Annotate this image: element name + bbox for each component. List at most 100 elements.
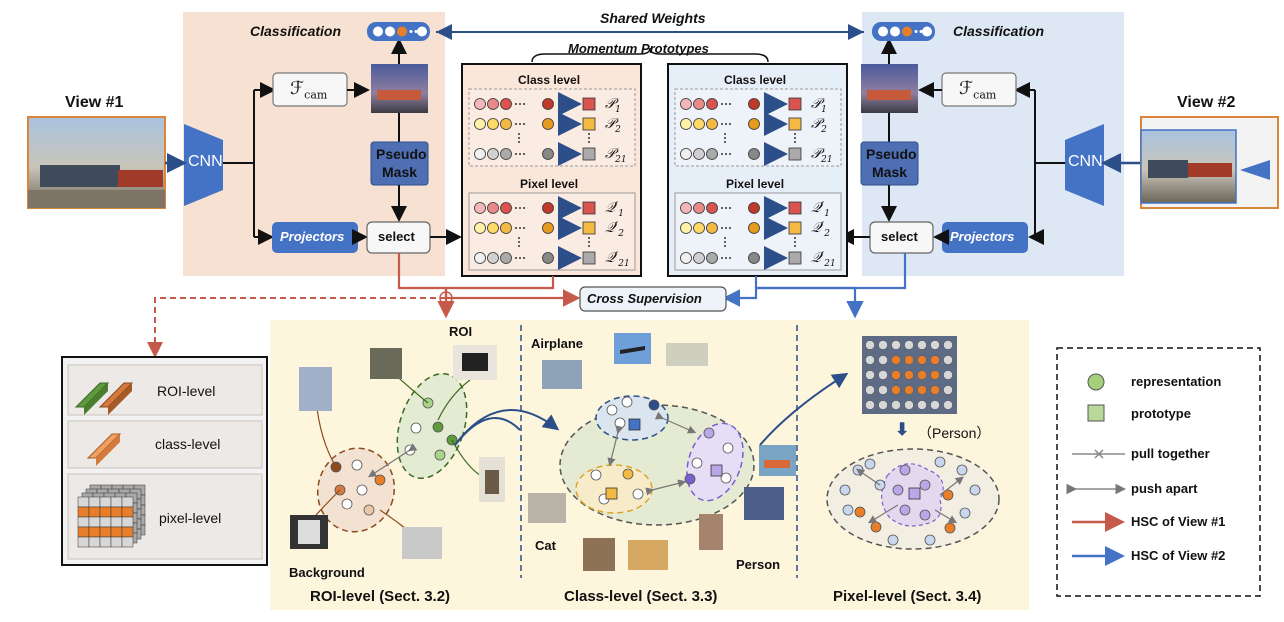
prototype-row-node [748,222,760,234]
class-node [684,473,696,485]
pixel-node [854,506,866,518]
prototype-row-node [706,252,718,264]
pixel-cube-cell [88,506,101,518]
ellipsis-dot [523,207,525,209]
prototype-square [582,147,596,161]
pixel-level-label-2: Pixel level [726,177,785,191]
ellipsis-dot [725,207,727,209]
class-node [590,469,602,481]
proto-p1-label-1: 𝒫1 [605,96,621,115]
pixel-cube-cell [88,526,101,538]
proto-q2-label-2: 𝒬′2 [811,220,830,239]
ellipsis-dot [721,207,723,209]
class-prototype-cat [605,487,618,500]
class-thumb-person1 [744,487,784,520]
cnn-label-2: CNN [1068,153,1103,170]
class-level-label-2: Class level [724,73,787,87]
prototype-row-node [487,222,499,234]
cat-label: Cat [535,538,556,553]
vertical-ellipsis-dot [794,245,796,247]
pixel-cube-cell [110,536,123,548]
class-node [691,457,703,469]
pixel-grid-dot [878,400,888,410]
ellipsis-dot [721,227,723,229]
proto-q21-label-2: 𝒬′21 [811,250,836,269]
proto-q1-label-2: 𝒬′1 [811,200,830,219]
prototype-row-node [500,98,512,110]
pixel-grid-dot [943,370,953,380]
ellipsis-dot [729,207,731,209]
pixel-grid-dot [865,370,875,380]
legend-box [1056,347,1261,597]
class-thumb-plane2 [666,343,708,366]
class-node [606,404,618,416]
pixel-cube [77,484,146,548]
push-arrow [367,443,418,478]
view2-image [1140,116,1279,209]
prototype-row-node [693,252,705,264]
roi-level-label: ROI-level [157,383,216,399]
class-thumb-cat1 [528,493,566,523]
pixel-cube-cell [99,536,112,548]
vertical-ellipsis-dot [724,245,726,247]
push-apart-label: push apart [1131,481,1198,496]
prototype-row-node [487,252,499,264]
ellipsis-dot [721,153,723,155]
pixel-cube-cell [99,496,112,508]
ellipsis-dot [729,103,731,105]
person-paren-label: （Person） [918,425,991,441]
pixel-caption: Pixel-level (Sect. 3.4) [833,588,982,605]
cnn-block-1 [184,124,223,206]
ellipsis-dot [519,123,521,125]
vertical-ellipsis-dot [724,237,726,239]
prototype-row-node [680,222,692,234]
pixel-grid-dot [943,400,953,410]
class-node [622,468,634,480]
fcam-label-2: ℱcam [959,78,997,102]
prototype-row-node [542,118,554,130]
pixel-node [864,458,876,470]
roi-node [351,459,363,471]
pixel-grid-dot [865,355,875,365]
pixel-cube-cell [77,506,90,518]
pixel-grid-dot [904,340,914,350]
prototype-row-node [487,202,499,214]
prototype-row-node [693,98,705,110]
vertical-ellipsis-dot [518,241,520,243]
pixel-level-legend-label: pixel-level [159,510,222,526]
prototype-square [788,147,802,161]
ellipsis-dot [729,153,731,155]
vertical-ellipsis-dot [588,245,590,247]
pixel-cube-cell [99,526,112,538]
ellipsis-dot [515,153,517,155]
prototype-row-node [693,118,705,130]
vertical-ellipsis-dot [588,241,590,243]
prototype-row-node [693,202,705,214]
prototype-row-node [706,222,718,234]
prototype-row-node [748,118,760,130]
ellipsis-dot [725,123,727,125]
pixel-grid-dot [917,355,927,365]
representation-label: representation [1131,374,1222,389]
proto-p1-label-2: 𝒫1 [811,96,827,115]
prototype-row-node [474,252,486,264]
pixel-grid-dot [878,385,888,395]
prototype-row-node [748,98,760,110]
prototype-square [582,97,596,111]
pixel-node [944,522,956,534]
prototype-row-node [680,202,692,214]
pixel-node [942,489,954,501]
cnn-block-2 [1065,124,1104,206]
class-node [648,399,660,411]
ellipsis-dot [725,257,727,259]
ellipsis-dot [721,257,723,259]
shared-weights-label: Shared Weights [600,10,706,26]
cam-image-2 [861,64,918,113]
pixel-grid-dot [891,370,901,380]
vertical-ellipsis-dot [588,133,590,135]
pixel-grid-dot [943,355,953,365]
roi-node [363,504,375,516]
pixel-grid-dot [904,385,914,395]
pixel-grid-dot [943,340,953,350]
